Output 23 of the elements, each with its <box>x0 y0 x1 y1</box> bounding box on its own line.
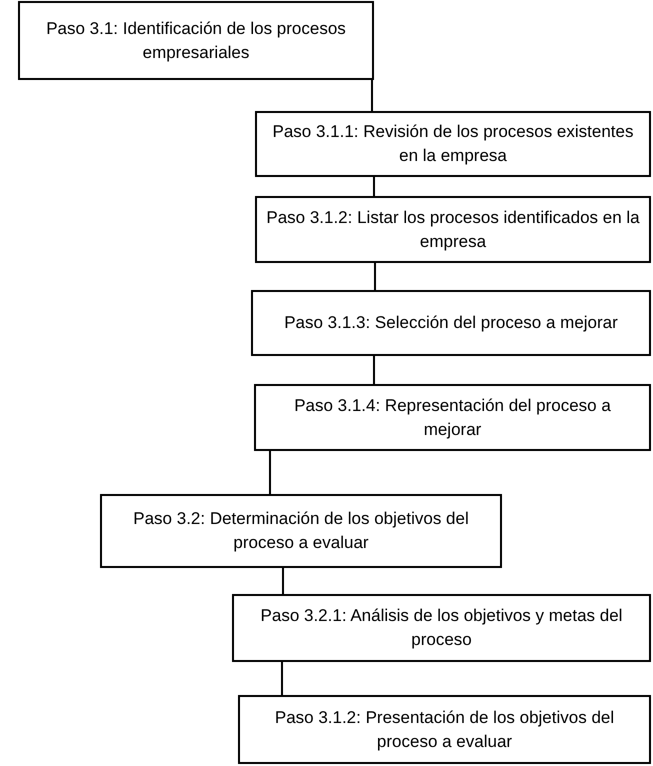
connector-line <box>371 80 373 111</box>
connector-line <box>374 263 376 290</box>
step-text: Paso 3.1.1: Revisión de los procesos existentes en la empresa <box>272 121 634 167</box>
process-box <box>251 290 651 356</box>
step-text: Paso 3.1.2: Presentación de los objetivos del proceso a evaluar <box>274 706 616 752</box>
process-box <box>254 384 651 451</box>
connector-line <box>281 662 283 695</box>
step-text: Paso 3.2.1: Análisis de los objetivos y metas del proceso <box>260 605 624 651</box>
connector-line <box>373 356 375 384</box>
process-box <box>238 695 651 764</box>
process-box <box>100 494 502 568</box>
step-text: Paso 3.2: Determinación de los objetivos del proceso a evaluar <box>132 508 470 554</box>
process-box <box>255 196 651 263</box>
process-box <box>232 594 651 662</box>
connector-line <box>282 568 284 594</box>
connector-line <box>269 451 271 494</box>
process-box <box>18 1 374 80</box>
step-text: Paso 3.1.4: Representación del proceso a mejorar <box>293 394 612 440</box>
step-text: Paso 3.1.2: Listar los procesos identificados en la empresa <box>265 206 641 252</box>
process-box <box>255 111 651 177</box>
step-text: Paso 3.1.3: Selección del proceso a mejorar <box>284 312 618 334</box>
connector-line <box>373 177 375 196</box>
step-text: Paso 3.1: Identificación de los procesos empresariales <box>45 18 347 64</box>
